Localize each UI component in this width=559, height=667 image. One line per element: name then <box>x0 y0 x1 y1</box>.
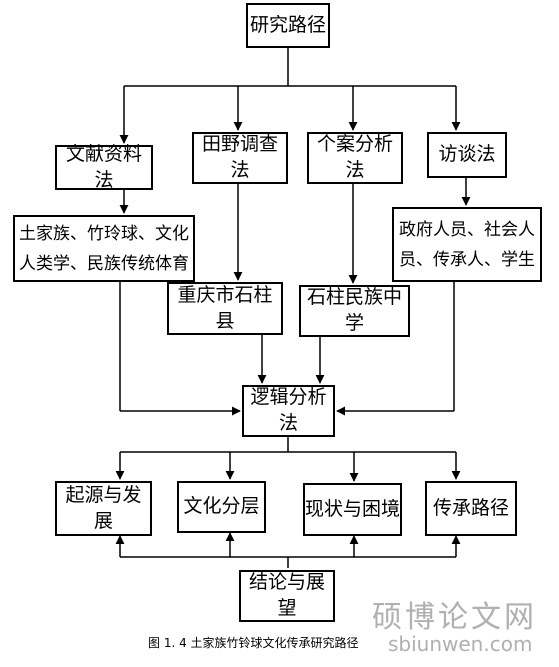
topic-interviewees-line-1: 政府人员、社会人 <box>399 219 535 240</box>
topic-node-interviewees: 政府人员、社会人 员、传承人、学生 <box>392 207 542 282</box>
figure-caption: 图 1. 4 土家族竹铃球文化传承研究路径 <box>148 636 359 650</box>
result-node-culture-layers: 文化分层 <box>177 481 266 533</box>
result-node-inheritance: 传承路径 <box>425 481 517 536</box>
topic-literature-line-2: 人类学、民族传统体育 <box>19 253 189 274</box>
result-node-origin: 起源与发展 <box>55 481 152 536</box>
topic-node-shizhu-school: 石柱民族中学 <box>299 285 410 337</box>
method-node-case-study: 个案分析法 <box>307 132 403 184</box>
topic-interviewees-line-2: 员、传承人、学生 <box>399 249 535 270</box>
topic-node-shizhu-county: 重庆市石柱县 <box>167 282 283 335</box>
root-node: 研究路径 <box>246 3 330 48</box>
method-node-literature: 文献资料法 <box>55 143 153 191</box>
method-node-fieldwork: 田野调查法 <box>192 132 288 184</box>
topic-literature-line-1: 土家族、竹玲球、文化 <box>19 223 189 244</box>
conclusion-node: 结论与展望 <box>239 570 335 622</box>
logic-analysis-node: 逻辑分析法 <box>242 385 335 437</box>
topic-node-literature: 土家族、竹玲球、文化 人类学、民族传统体育 <box>13 215 195 282</box>
method-node-interview: 访谈法 <box>427 132 507 178</box>
watermark-text: 硕博论文网 <box>372 600 537 635</box>
result-node-status: 现状与困境 <box>303 483 402 536</box>
watermark-url: sbiunwen.com <box>388 632 533 656</box>
